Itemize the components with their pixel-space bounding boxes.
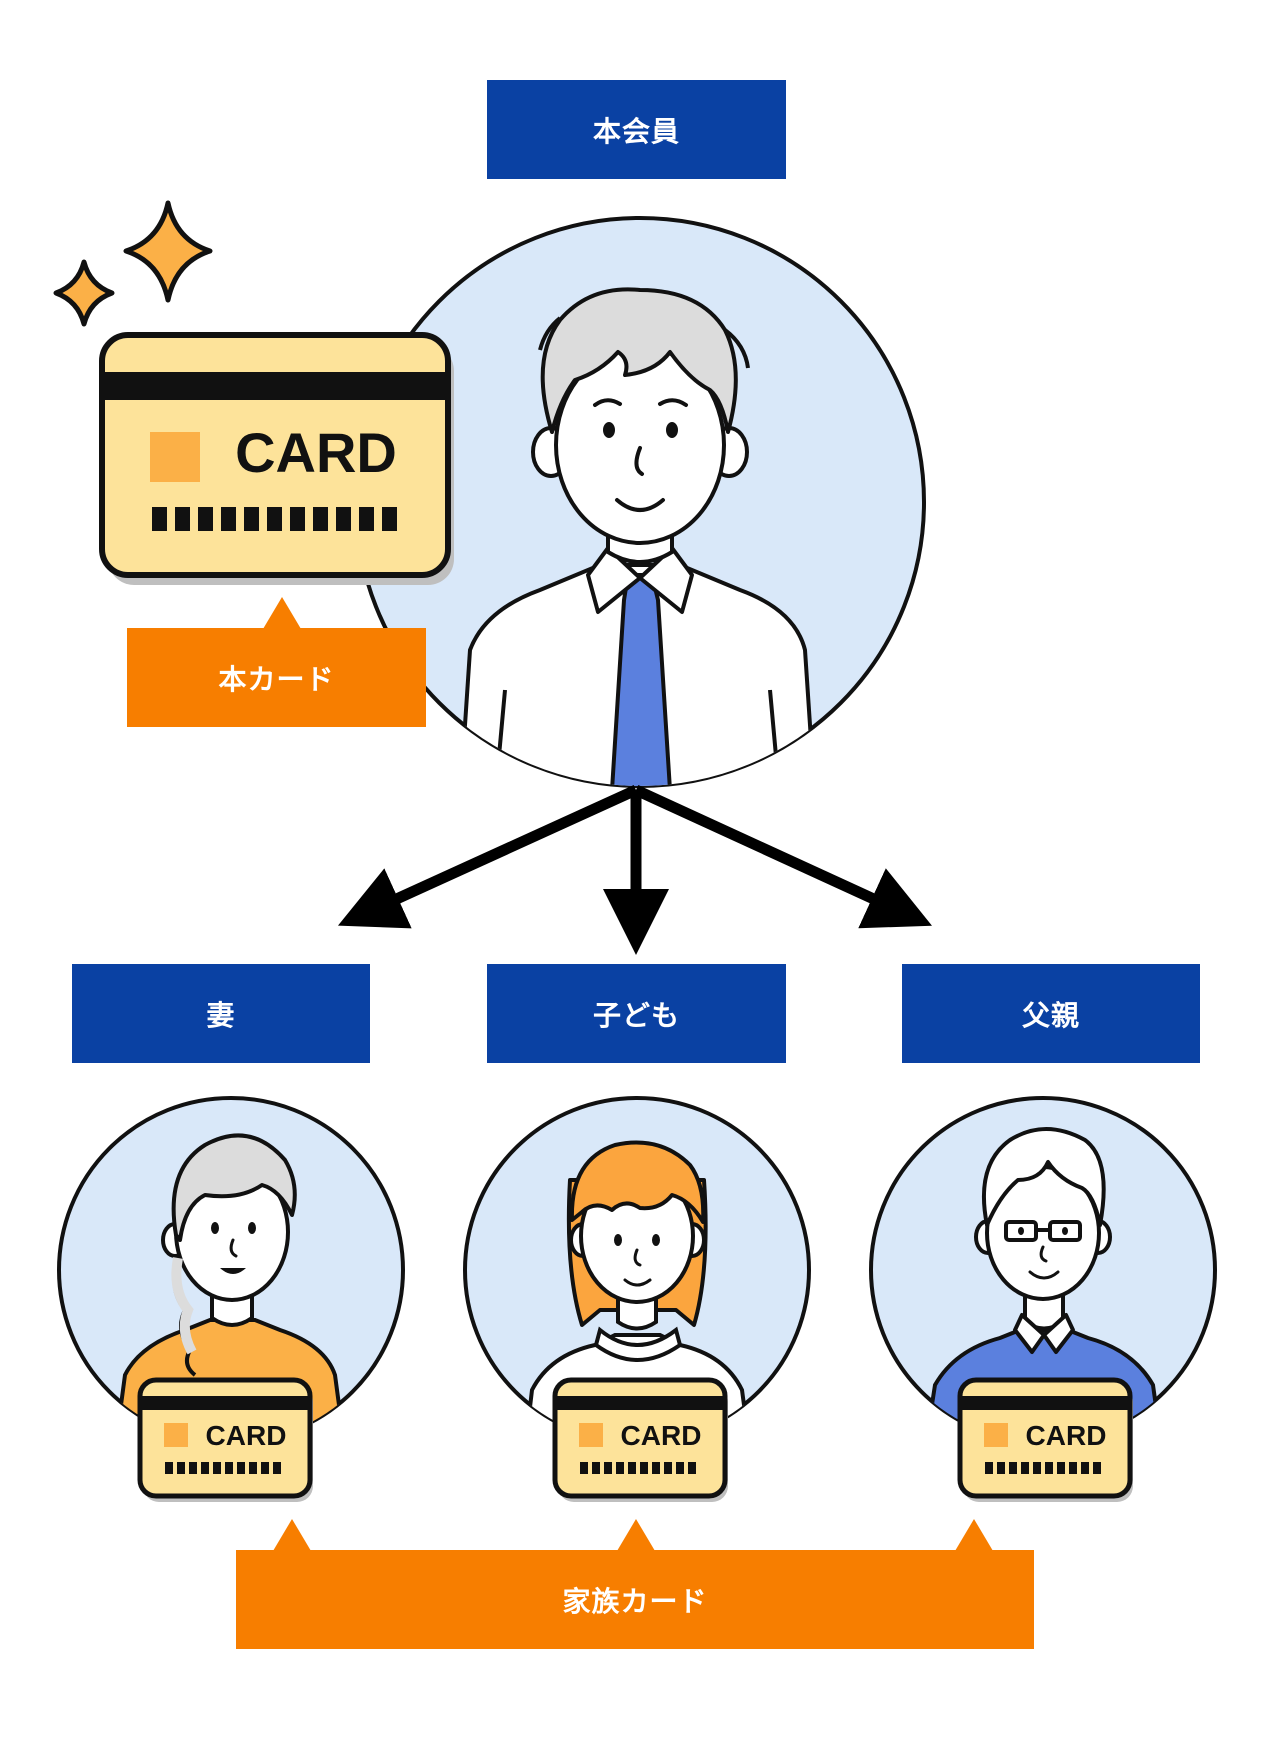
- main-card-icon: [99, 332, 454, 585]
- family-card-callout-pointer-father: [955, 1519, 993, 1551]
- sparkle-icon: [53, 200, 213, 327]
- family-card-callout-pointer-child: [617, 1519, 655, 1551]
- main-card-callout-pointer: [263, 597, 301, 629]
- father-avatar: [869, 1096, 1217, 1502]
- arrow-to-father: [633, 785, 932, 929]
- primary-member-avatar: [354, 216, 926, 788]
- child-avatar: [463, 1096, 811, 1502]
- arrows: [337, 784, 932, 955]
- child-label: 子ども: [487, 964, 786, 1063]
- wife-label: 妻: [72, 964, 370, 1063]
- family-card-callout: 家族カード: [236, 1550, 1034, 1649]
- father-label: 父親: [902, 964, 1200, 1063]
- family-card-callout-pointer-wife: [273, 1519, 311, 1551]
- wife-avatar: [57, 1096, 405, 1502]
- child-card-text: CARD: [621, 1420, 702, 1451]
- father-card-text: CARD: [1026, 1420, 1107, 1451]
- wife-card-text: CARD: [206, 1420, 287, 1451]
- main-card-text: CARD: [235, 421, 397, 484]
- main-card-callout: 本カード: [127, 628, 426, 727]
- arrow-to-wife: [337, 784, 639, 929]
- primary-member-label: 本会員: [487, 80, 786, 179]
